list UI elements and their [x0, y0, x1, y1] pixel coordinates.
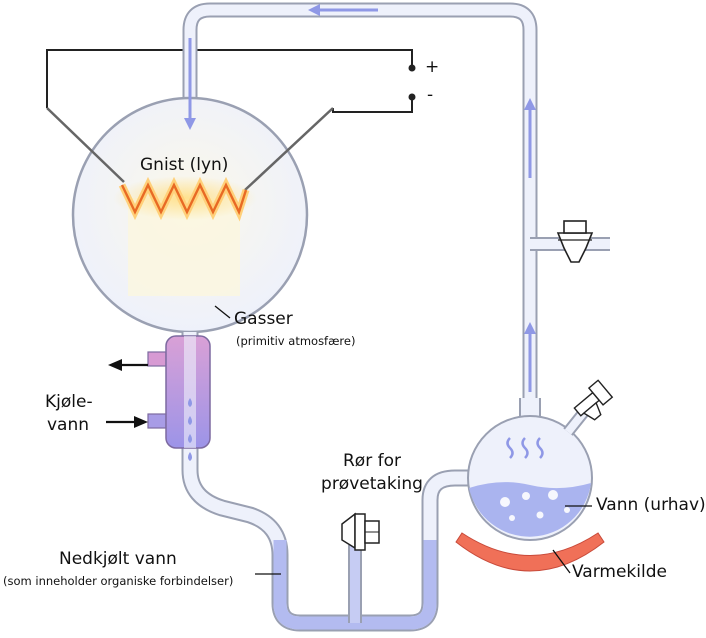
label-gases: Gasser — [234, 309, 293, 329]
label-cooling-2: vann — [47, 415, 90, 435]
electrode-wires — [46, 49, 413, 113]
cooling-out-arrow — [108, 359, 148, 371]
flow-arrow-up-right-2 — [524, 322, 536, 392]
label-gases-sub: (primitiv atmosfære) — [236, 334, 356, 348]
sampling-tube — [341, 512, 380, 623]
label-spark: Gnist (lyn) — [140, 155, 229, 175]
condenser — [147, 335, 211, 449]
label-sample-1: Rør for — [343, 451, 401, 471]
label-water: Vann (urhav) — [596, 495, 706, 515]
label-cooled-water: Nedkjølt vann — [59, 549, 177, 569]
flow-arrow-down-top — [184, 38, 196, 130]
label-cooling-1: Kjøle- — [45, 392, 93, 412]
terminals — [408, 64, 416, 101]
label-sample-2: prøvetaking — [321, 474, 423, 494]
flow-arrow-left-top — [308, 4, 378, 16]
boiling-flask — [467, 379, 614, 541]
label-plus: + — [425, 57, 440, 77]
label-heat-source: Varmekilde — [572, 562, 667, 582]
water-droplets — [188, 398, 192, 461]
label-cooled-water-sub: (som inneholder organiske forbindelser) — [3, 574, 234, 588]
cooling-in-arrow — [106, 416, 148, 428]
electrodes — [46, 107, 334, 191]
side-stopcock — [530, 220, 610, 263]
label-minus: - — [427, 85, 434, 105]
flow-arrow-up-right-1 — [524, 98, 536, 178]
spark-zigzag — [113, 176, 257, 222]
leader-lines — [214, 305, 592, 575]
heat-source — [455, 532, 605, 572]
